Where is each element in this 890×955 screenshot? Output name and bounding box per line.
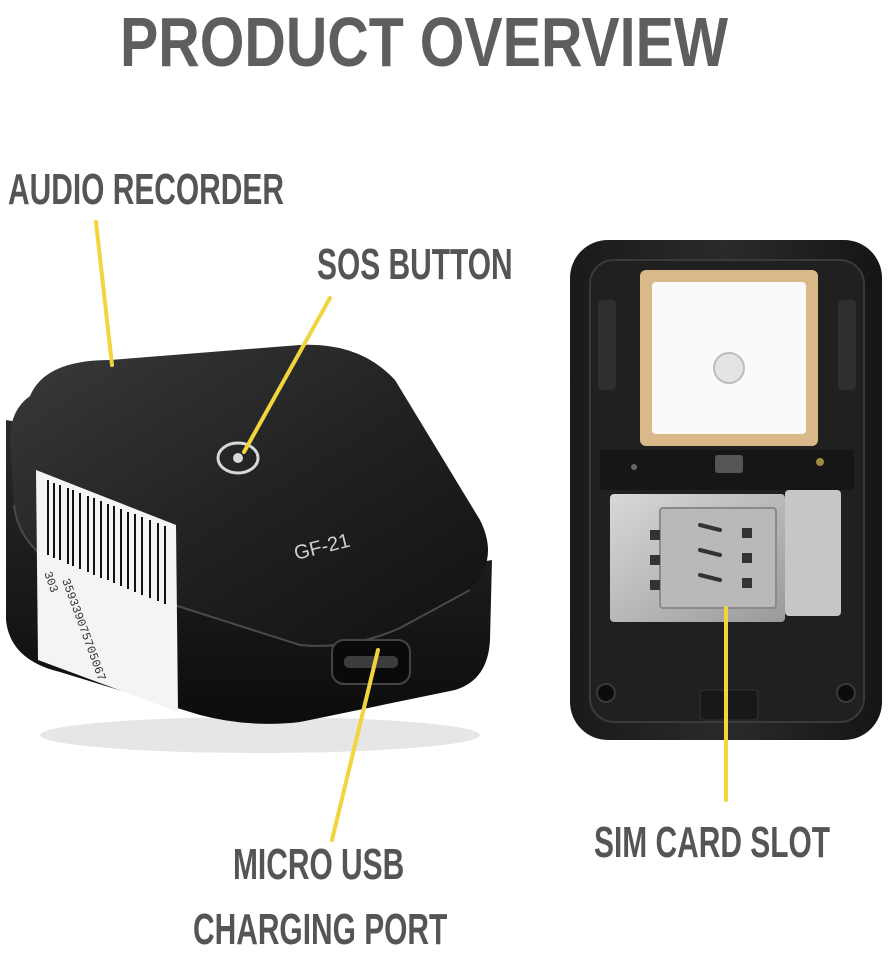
barcode-sticker: 303 359339075705067 xyxy=(36,470,178,712)
barcode-prefix: 303 xyxy=(40,570,61,595)
pointer-lines xyxy=(94,220,728,842)
pointer-audio xyxy=(94,220,114,367)
micro-usb-port-icon xyxy=(331,639,411,685)
sim-card-slot xyxy=(610,490,841,622)
micro-usb-label: MICRO USB xyxy=(233,840,405,889)
sim-card-slot-label: SIM CARD SLOT xyxy=(594,818,831,867)
page-title: PRODUCT OVERVIEW xyxy=(120,3,729,81)
sos-button-icon xyxy=(216,441,260,475)
gps-tracker-closed: GF-21 xyxy=(6,344,492,753)
gps-antenna xyxy=(640,270,818,446)
pointer-sos xyxy=(242,296,332,454)
sos-button-label: SOS BUTTON xyxy=(317,240,513,289)
audio-recorder-label: AUDIO RECORDER xyxy=(8,165,284,214)
charging-port-label: CHARGING PORT xyxy=(193,905,448,954)
pointer-usb xyxy=(330,648,380,842)
gps-tracker-open xyxy=(570,240,882,740)
